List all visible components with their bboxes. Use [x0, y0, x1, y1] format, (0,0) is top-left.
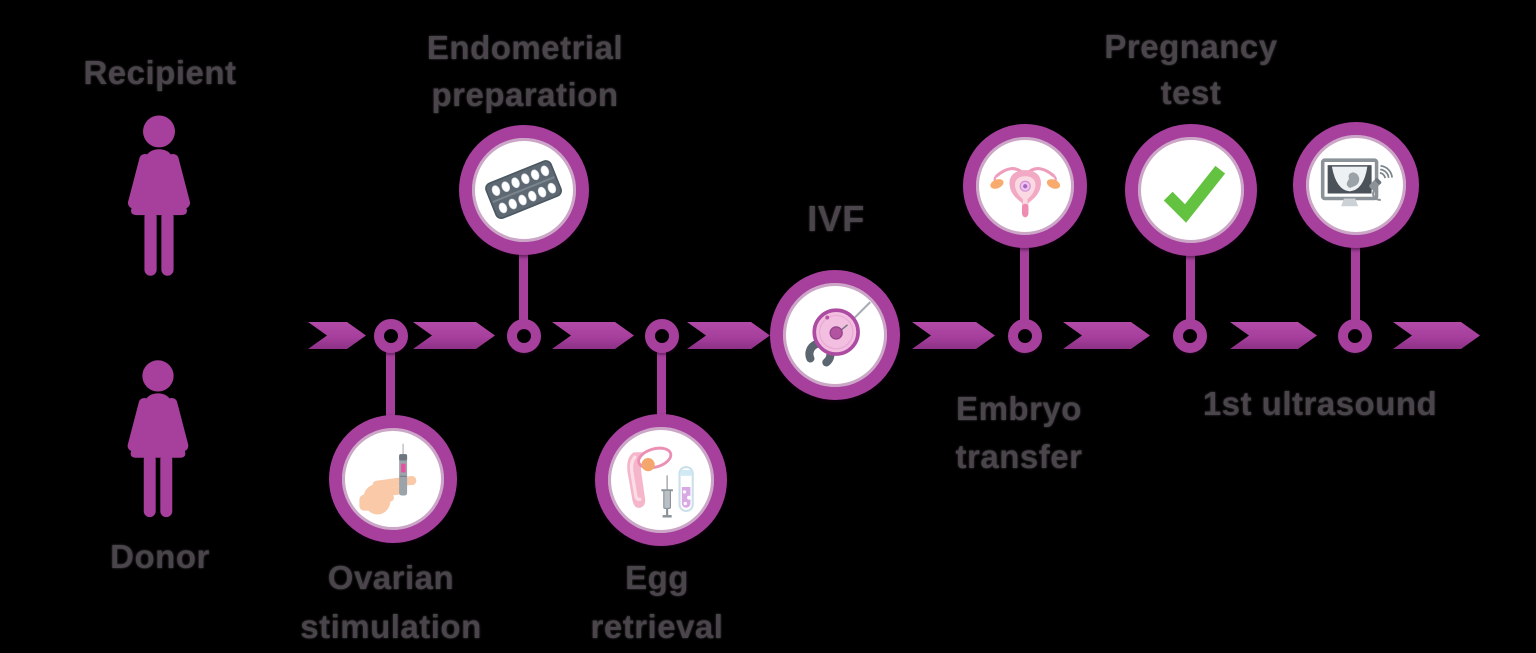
- step-circle-endometrial-preparation: [459, 125, 589, 255]
- step-circle-pregnancy-test: [1125, 124, 1257, 256]
- ultrasound-monitor-probe-icon: [1320, 158, 1393, 207]
- icsi-fertilization-icon: [805, 301, 872, 370]
- step-connector: [657, 348, 666, 421]
- step-connector: [519, 250, 528, 323]
- step-node-ring: [1338, 319, 1372, 353]
- step-label-pregnancy-test: Pregnancy test: [1104, 28, 1278, 111]
- pill-blister-icon: [485, 160, 563, 220]
- timeline-arrow: [1063, 322, 1150, 349]
- timeline-arrow: [552, 322, 634, 349]
- step-label-embryo-transfer: Embryo transfer: [955, 390, 1083, 475]
- step-label-first-ultrasound: 1st ultrasound: [1202, 385, 1438, 422]
- step-circle-ovarian-stimulation: [329, 415, 457, 543]
- step-connector: [386, 348, 395, 422]
- step-circle-first-ultrasound: [1293, 122, 1419, 248]
- step-node-ring: [1008, 319, 1042, 353]
- step-connector: [1020, 244, 1029, 324]
- timeline-arrow: [687, 322, 770, 349]
- donor-label: Donor: [110, 538, 210, 575]
- step-label-ivf: IVF: [807, 198, 865, 239]
- step-label-egg-retrieval: Egg retrieval: [590, 559, 724, 645]
- step-label-ovarian-stimulation: Ovarian stimulation: [300, 559, 482, 645]
- step-circle-egg-retrieval: [595, 414, 727, 546]
- step-node-ring: [507, 319, 541, 353]
- step-circle-ivf: [770, 270, 900, 400]
- step-node-ring: [645, 319, 679, 353]
- step-label-endometrial-preparation: Endometrial preparation: [426, 29, 624, 113]
- uterus-icon: [990, 166, 1060, 218]
- timeline-arrow: [912, 322, 995, 349]
- recipient-label: Recipient: [83, 54, 237, 91]
- step-connector: [1186, 252, 1195, 324]
- timeline-arrow: [1393, 322, 1480, 349]
- follicle-aspiration-icon: [626, 446, 694, 518]
- woman-figure-icon: [127, 115, 191, 276]
- injection-pen-hand-icon: [359, 443, 417, 515]
- step-node-ring: [374, 319, 408, 353]
- woman-figure-icon: [127, 360, 189, 518]
- timeline-arrow: [1230, 322, 1317, 349]
- step-connector: [1351, 244, 1360, 324]
- timeline-arrow: [308, 322, 366, 349]
- step-circle-embryo-transfer: [963, 124, 1087, 248]
- timeline-arrow: [413, 322, 495, 349]
- step-node-ring: [1173, 319, 1207, 353]
- green-checkmark-icon: [1163, 165, 1225, 223]
